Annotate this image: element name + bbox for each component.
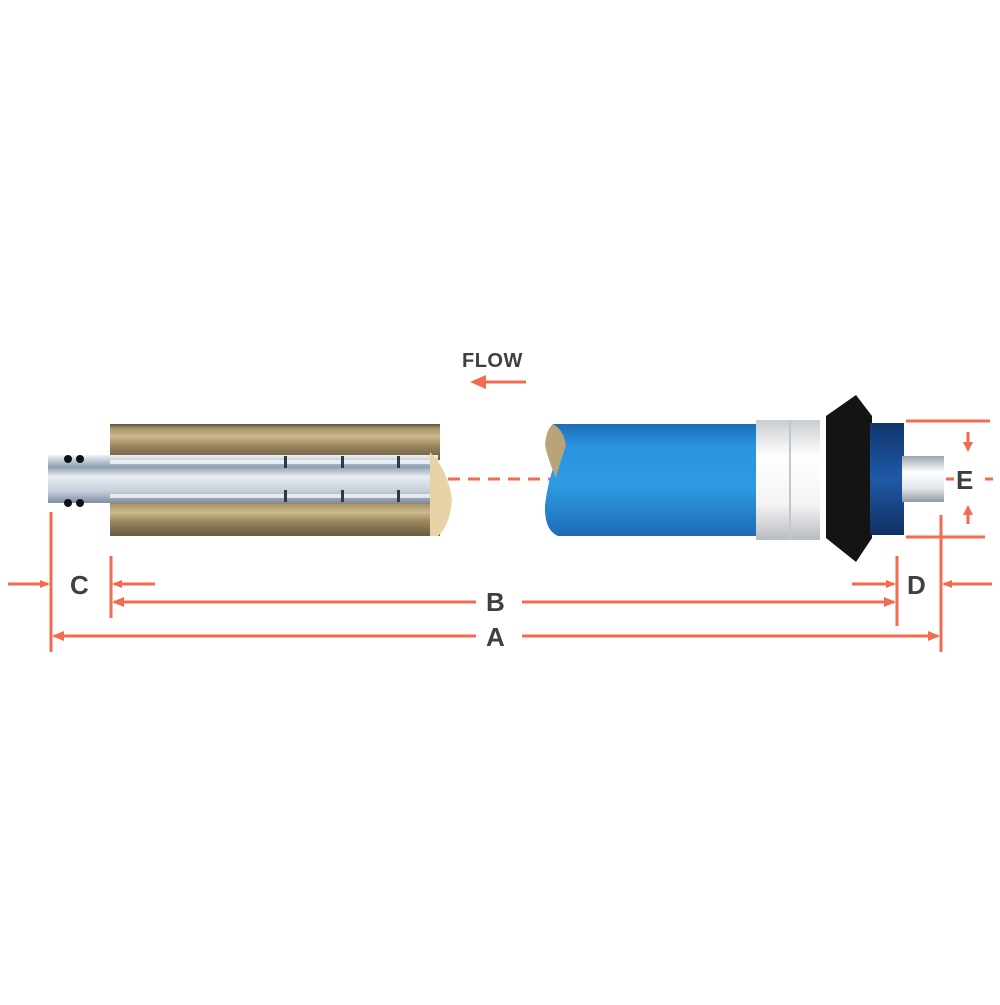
- dimension-label-b: B: [483, 589, 508, 615]
- dimension-label-c: C: [67, 572, 92, 598]
- o-ring-icon: [64, 455, 84, 507]
- right-element-end: [544, 395, 944, 562]
- dimension-label-d: D: [904, 572, 929, 598]
- dimension-label-e: E: [954, 465, 976, 495]
- dimension-lines: [8, 419, 993, 652]
- left-element-end: [48, 424, 452, 536]
- brine-seal: [826, 395, 872, 562]
- dimension-arrowheads: [40, 442, 973, 641]
- flow-label: FLOW: [462, 350, 523, 372]
- dimension-label-a: A: [483, 624, 508, 650]
- flow-arrow-icon: [470, 375, 526, 389]
